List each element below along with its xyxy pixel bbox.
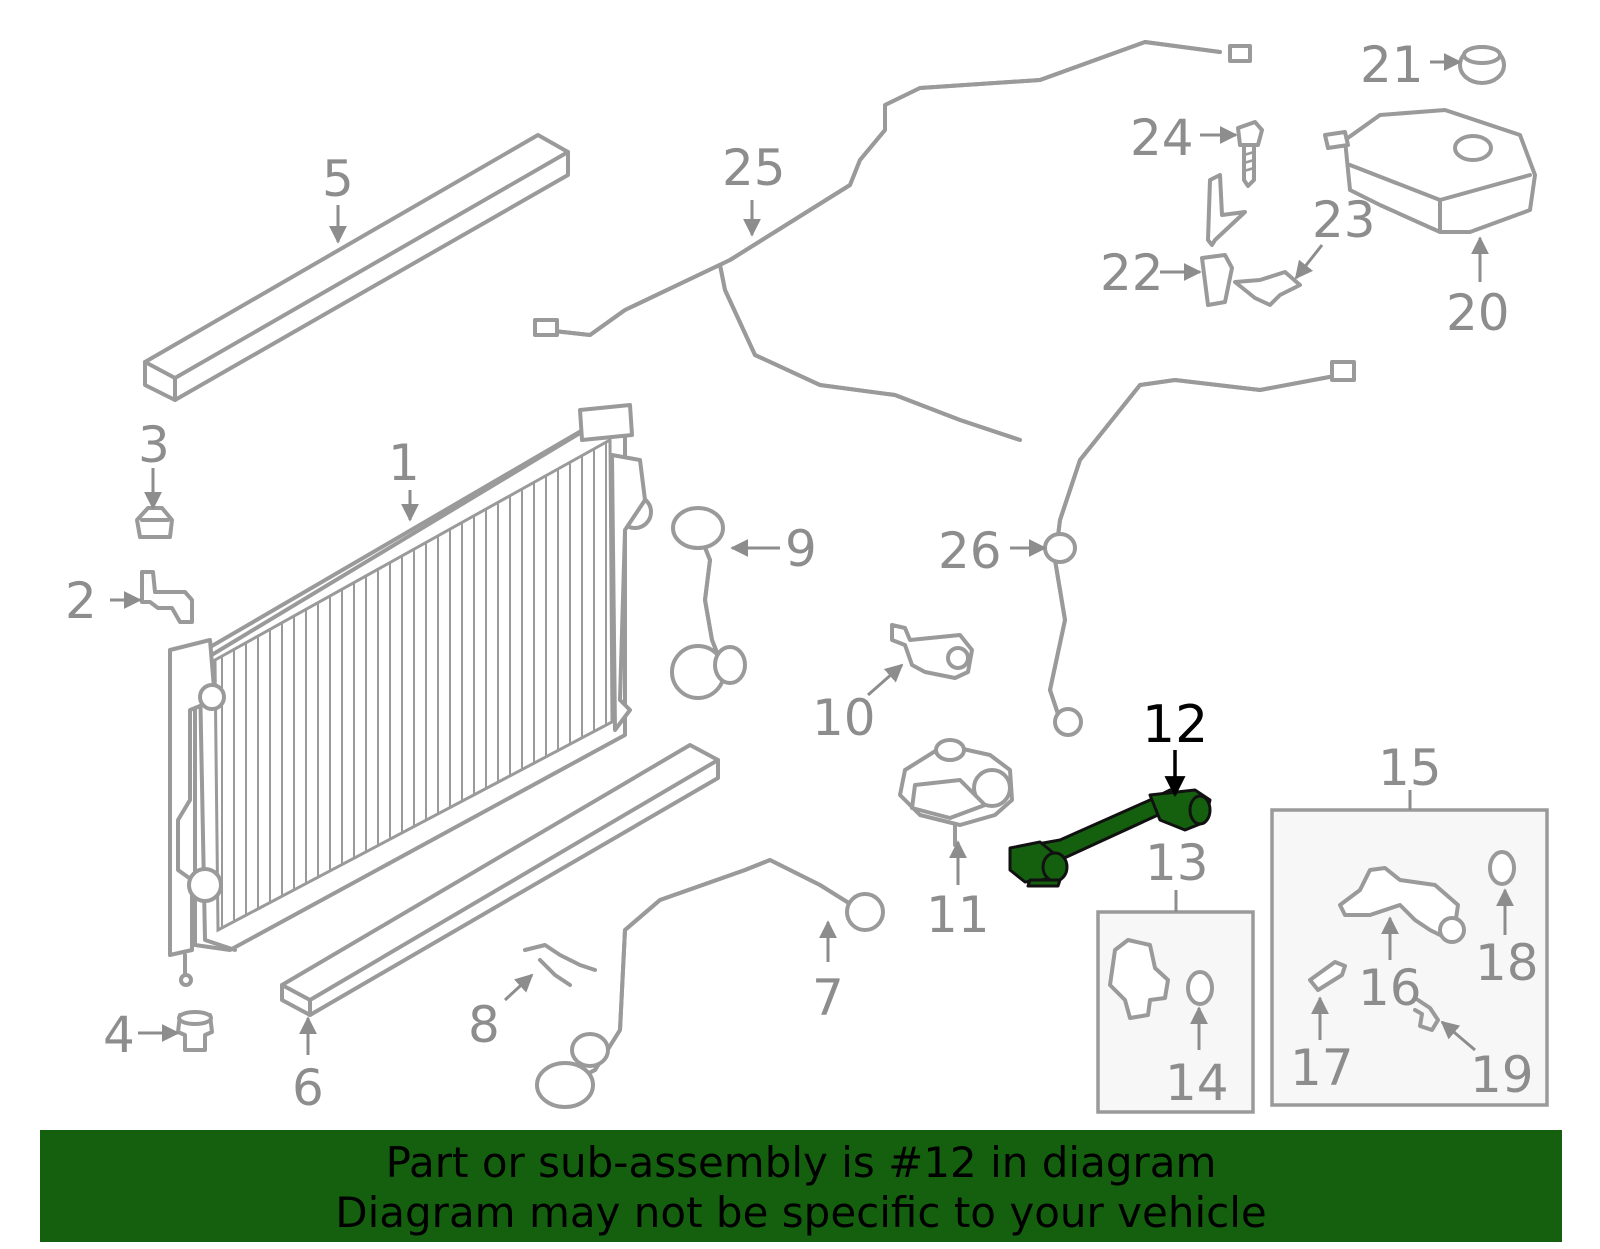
- callout-15: 15: [1378, 739, 1442, 797]
- banner-line-part-number: Part or sub-assembly is #12 in diagram: [385, 1138, 1217, 1187]
- callout-24: 24: [1130, 109, 1194, 167]
- callout-14: 14: [1165, 1054, 1229, 1112]
- clip-part: [1233, 270, 1302, 307]
- bolt-part: [1236, 120, 1264, 188]
- callout-2: 2: [65, 572, 97, 630]
- heater-hose-part: [1043, 360, 1356, 737]
- callout-21: 21: [1360, 36, 1424, 94]
- banner-line-disclaimer: Diagram may not be specific to your vehi…: [335, 1188, 1267, 1237]
- callout-6: 6: [292, 1059, 324, 1117]
- subassembly-box-15: [1270, 808, 1549, 1107]
- callout-19: 19: [1470, 1046, 1534, 1104]
- bracket-part: [140, 570, 194, 624]
- radiator-part: [168, 403, 653, 987]
- callout-23: 23: [1312, 191, 1376, 249]
- callout-17: 17: [1290, 1039, 1354, 1097]
- sensor-bracket-part: [890, 623, 974, 680]
- callout-12: 12: [1142, 695, 1208, 755]
- reservoir-cap-part: [1458, 45, 1506, 85]
- callout-18: 18: [1475, 934, 1539, 992]
- coolant-reservoir-part: [1323, 108, 1537, 234]
- coolant-pipe-part-highlighted: [1008, 788, 1212, 888]
- callout-8: 8: [468, 996, 500, 1054]
- callout-7: 7: [812, 969, 844, 1027]
- callout-26: 26: [938, 522, 1002, 580]
- callout-9: 9: [785, 520, 817, 578]
- grommet-part: [176, 1010, 214, 1052]
- callout-1: 1: [388, 434, 420, 492]
- reservoir-bracket-part: [1200, 173, 1247, 307]
- callout-10: 10: [812, 689, 876, 747]
- hose-clamp-part: [523, 943, 597, 987]
- callout-22: 22: [1100, 244, 1164, 302]
- callout-13: 13: [1145, 834, 1209, 892]
- callout-4: 4: [103, 1006, 135, 1064]
- lower-radiator-hose-part: [535, 858, 885, 1109]
- upper-radiator-hose-part: [670, 506, 747, 700]
- callout-5: 5: [322, 150, 354, 208]
- lower-seal-strip-part: [280, 743, 720, 1017]
- callout-16: 16: [1358, 959, 1422, 1017]
- callout-25: 25: [722, 139, 786, 197]
- upper-seal-strip-part: [143, 133, 570, 402]
- callout-3: 3: [138, 416, 170, 474]
- nut-part: [135, 506, 174, 539]
- callout-11: 11: [926, 886, 990, 944]
- notice-banner: Part or sub-assembly is #12 in diagram D…: [40, 1130, 1562, 1242]
- callout-20: 20: [1446, 284, 1510, 342]
- thermostat-housing-part: [898, 738, 1014, 847]
- overflow-tube-part: [533, 40, 1252, 442]
